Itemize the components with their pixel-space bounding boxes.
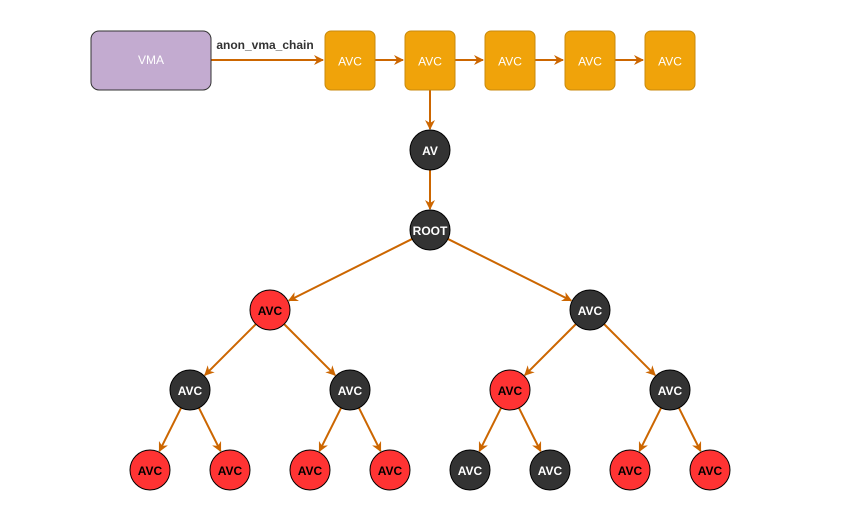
avc-tree-node-label: AVC	[498, 384, 523, 398]
avc-tree-node[interactable]: AVC	[489, 369, 531, 411]
avc-chain-node[interactable]: AVC	[484, 30, 536, 91]
avc-tree-node[interactable]: AVC	[329, 369, 371, 411]
avc-tree-node[interactable]: AVC	[609, 449, 651, 491]
avc-chain-label: AVC	[578, 55, 602, 69]
avc-tree-node-label: AVC	[298, 464, 323, 478]
av-node[interactable]: AV	[409, 129, 451, 171]
avc-tree-node[interactable]: AVC	[209, 449, 251, 491]
tree-edge	[158, 407, 182, 453]
avc-chain-node[interactable]: AVC	[324, 30, 376, 91]
tree-edge	[603, 323, 656, 376]
avc-tree-node[interactable]: AVC	[289, 449, 331, 491]
avc-tree-node[interactable]: AVC	[369, 449, 411, 491]
tree-edge	[678, 407, 702, 453]
avc-tree-node-label: AVC	[618, 464, 643, 478]
avc-tree-node-label: AVC	[178, 384, 203, 398]
root-node[interactable]: ROOT	[409, 209, 451, 251]
tree-edge	[358, 407, 382, 453]
vma-label: VMA	[138, 53, 164, 67]
avc-tree-node[interactable]: AVC	[449, 449, 491, 491]
avc-tree-node[interactable]: AVC	[249, 289, 291, 331]
anon-vma-chain-label: anon_vma_chain	[216, 38, 313, 52]
tree-edge	[478, 407, 502, 453]
avc-tree-node-label: AVC	[338, 384, 363, 398]
tree-edge	[204, 323, 257, 376]
tree-edge	[198, 407, 222, 453]
avc-chain-label: AVC	[658, 55, 682, 69]
avc-tree-node[interactable]: AVC	[529, 449, 571, 491]
avc-tree-node-label: AVC	[658, 384, 683, 398]
avc-chain-label: AVC	[418, 55, 442, 69]
tree-edge	[283, 323, 336, 376]
avc-tree-node[interactable]: AVC	[569, 289, 611, 331]
avc-chain-node[interactable]: AVC	[644, 30, 696, 91]
avc-tree-node-label: AVC	[378, 464, 403, 478]
nodes: VMA anon_vma_chain AVC AVC AVC AVC AVC AV ROOT…	[90, 30, 731, 491]
tree-edge	[524, 323, 577, 376]
avc-tree-node-label: AVC	[138, 464, 163, 478]
avc-tree-node[interactable]: AVC	[689, 449, 731, 491]
avc-tree-node-label: AVC	[538, 464, 563, 478]
avc-chain-node[interactable]: AVC	[404, 30, 456, 91]
avc-tree-node[interactable]: AVC	[169, 369, 211, 411]
tree-edge	[318, 407, 342, 453]
tree-edge	[287, 238, 413, 302]
avc-chain-node[interactable]: AVC	[564, 30, 616, 91]
tree-edge	[638, 407, 662, 453]
root-node-label: ROOT	[413, 224, 448, 238]
tree-edge	[518, 407, 542, 453]
edges	[158, 55, 702, 453]
avc-tree-node-label: AVC	[218, 464, 243, 478]
tree-edge	[447, 238, 573, 302]
avc-tree-node-label: AVC	[578, 304, 603, 318]
avc-chain-label: AVC	[338, 55, 362, 69]
avc-chain-label: AVC	[498, 55, 522, 69]
avc-tree-node-label: AVC	[698, 464, 723, 478]
av-node-label: AV	[422, 144, 438, 158]
avc-tree-node-label: AVC	[258, 304, 283, 318]
avc-tree-node-label: AVC	[458, 464, 483, 478]
avc-tree-node[interactable]: AVC	[649, 369, 691, 411]
avc-tree-node[interactable]: AVC	[129, 449, 171, 491]
vma-node[interactable]: VMA	[90, 30, 212, 91]
